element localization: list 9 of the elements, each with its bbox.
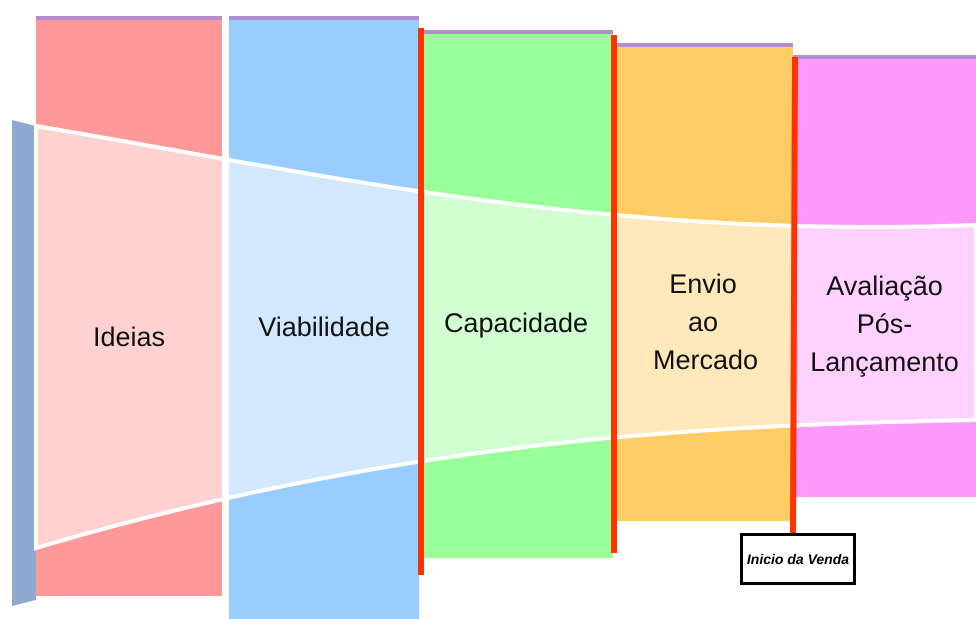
stage-label: Ideias	[92, 321, 166, 354]
stage-panel	[793, 55, 976, 497]
stage-panel	[36, 16, 222, 596]
milestone-label: Inicio da Venda	[746, 550, 850, 568]
stage-label: Viabilidade	[257, 311, 391, 344]
stage-panel	[229, 16, 419, 619]
milestone-box	[740, 533, 856, 585]
stage-label: Capacidade	[442, 307, 590, 340]
stage-label: Avaliação Pós-Lançamento	[809, 270, 960, 379]
